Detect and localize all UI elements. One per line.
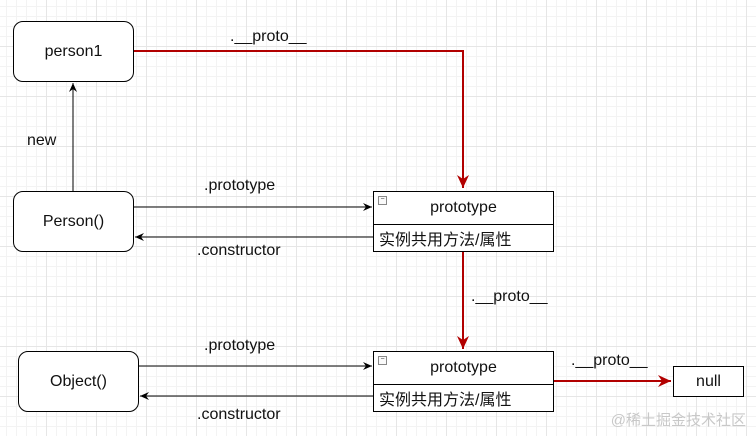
object-prototype-box[interactable]: − prototype 实例共用方法/属性 [373, 351, 554, 412]
null-label: null [696, 372, 721, 390]
label-person1-proto: .__proto__ [230, 28, 307, 45]
prototype-box-header: − prototype [374, 352, 553, 385]
object-constructor-label: Object() [50, 372, 107, 390]
edge-person1-proto [134, 50, 469, 188]
label-proto-chain: .__proto__ [471, 288, 548, 305]
label-person-constructor: .constructor [197, 242, 281, 259]
collapse-icon[interactable]: − [378, 196, 387, 205]
prototype-box-title: prototype [430, 199, 497, 216]
person1-node[interactable]: person1 [13, 21, 134, 82]
prototype-box-header: − prototype [374, 192, 553, 225]
object-constructor-node[interactable]: Object() [18, 351, 139, 412]
collapse-icon[interactable]: − [378, 356, 387, 365]
label-object-constructor: .constructor [197, 406, 281, 423]
prototype-box-body: 实例共用方法/属性 [379, 232, 512, 249]
prototype-box-title: prototype [430, 359, 497, 376]
person-prototype-box[interactable]: − prototype 实例共用方法/属性 [373, 191, 554, 252]
person-constructor-label: Person() [42, 212, 105, 230]
label-new: new [27, 132, 57, 149]
label-null-proto: .__proto__ [571, 352, 648, 369]
label-person-prototype: .prototype [204, 177, 276, 194]
prototype-box-body: 实例共用方法/属性 [379, 392, 512, 409]
person-constructor-node[interactable]: Person() [13, 191, 134, 252]
watermark: @稀土掘金技术社区 [610, 412, 746, 429]
label-object-prototype: .prototype [204, 337, 276, 354]
person1-label: person1 [44, 42, 103, 60]
null-node[interactable]: null [673, 366, 744, 397]
